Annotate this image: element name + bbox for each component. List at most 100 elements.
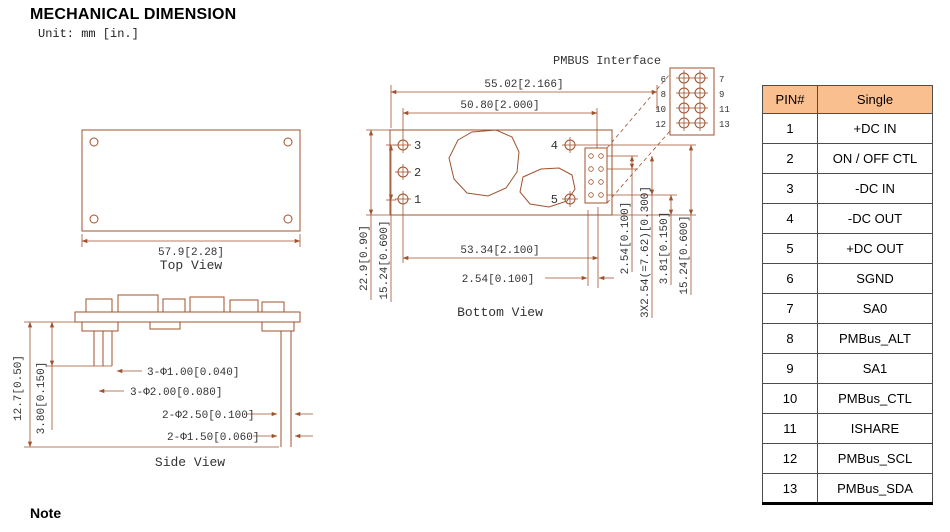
top-view-width-dim: 57.9[2.28] <box>158 247 224 259</box>
pin-symbol <box>691 84 709 102</box>
pin-symbol <box>691 114 709 132</box>
pin-symbol <box>394 190 412 208</box>
pin-number-cell: 13 <box>762 473 818 504</box>
signal-cell: SGND <box>817 263 933 294</box>
board-outline <box>74 311 301 323</box>
bottom-view-left-dims <box>366 129 396 302</box>
component-outlines <box>85 294 285 313</box>
signal-cell: PMBus_SDA <box>817 473 933 504</box>
dim-bottom-width: 53.34[2.100] <box>460 245 539 257</box>
detail-pin-number: 6 <box>661 75 666 85</box>
dim-bottom-pitch: 2.54[0.100] <box>462 274 535 286</box>
detail-pin-number: 12 <box>655 120 666 130</box>
pin-number-cell: 4 <box>762 203 818 234</box>
dim-pin-d1: 3-Φ1.00[0.040] <box>147 367 239 379</box>
pin-symbol <box>394 136 412 154</box>
top-view-label: Top View <box>160 258 223 273</box>
dim-pin-d4: 2-Φ1.50[0.060] <box>167 432 259 444</box>
signal-cell: SA0 <box>817 293 933 324</box>
signal-cell: SA1 <box>817 353 933 384</box>
pin-symbol <box>675 84 693 102</box>
signal-cell: -DC OUT <box>817 203 933 234</box>
side-view-label: Side View <box>155 455 225 470</box>
signal-cell: PMBus_CTL <box>817 383 933 414</box>
pin-symbol <box>394 163 412 181</box>
note-label: Note <box>30 505 62 521</box>
pin-number-cell: 9 <box>762 353 818 384</box>
pin-symbol <box>561 136 579 154</box>
dim-right-pitch: 2.54[0.100] <box>620 202 632 275</box>
detail-pin-number: 11 <box>719 105 730 115</box>
table-row: 3-DC IN <box>762 173 933 204</box>
pin-number: 4 <box>551 139 558 153</box>
pin-symbol <box>691 69 709 87</box>
bottom-view: 3 2 1 4 5 <box>359 54 730 320</box>
pin-number-cell: 12 <box>762 443 818 474</box>
signal-cell: +DC IN <box>817 113 933 144</box>
detail-pin-number: 7 <box>719 75 724 85</box>
pin-number-cell: 10 <box>762 383 818 414</box>
side-view: 3-Φ1.00[0.040] 3-Φ2.00[0.080] 2-Φ2.50[0.… <box>13 294 313 470</box>
pin-number-cell: 5 <box>762 233 818 264</box>
signal-cell: ISHARE <box>817 413 933 444</box>
top-view-outline <box>81 129 301 232</box>
table-row: 4-DC OUT <box>762 203 933 234</box>
signal-cell: PMBus_SCL <box>817 443 933 474</box>
dim-right-offset: 3.81[0.150] <box>659 212 671 285</box>
top-view: 57.9[2.28] Top View <box>81 129 301 273</box>
pmbus-interface-label: PMBUS Interface <box>553 54 661 68</box>
bottom-view-outline <box>389 129 613 216</box>
bottom-view-bottom-dims <box>402 207 614 288</box>
signal-cell: ON / OFF CTL <box>817 143 933 174</box>
pin-number-cell: 7 <box>762 293 818 324</box>
pins <box>93 331 292 447</box>
bottom-view-label: Bottom View <box>457 305 543 320</box>
signal-cell: -DC IN <box>817 173 933 204</box>
signal-cell: PMBus_ALT <box>817 323 933 354</box>
dim-pin-d3: 2-Φ2.50[0.100] <box>162 410 254 422</box>
pin-number-cell: 1 <box>762 113 818 144</box>
detail-pin-number: 10 <box>655 105 666 115</box>
dim-pin-d2: 3-Φ2.00[0.080] <box>130 387 222 399</box>
pin-number-cell: 2 <box>762 143 818 174</box>
pin-symbol <box>675 69 693 87</box>
pmbus-connector <box>584 147 608 204</box>
transformer-outlines <box>448 129 576 208</box>
pin-table-header-pin: PIN# <box>762 85 818 114</box>
detail-pin-number: 13 <box>719 120 730 130</box>
pin-number: 5 <box>551 193 558 207</box>
pin-number: 2 <box>414 166 421 180</box>
pin-number-cell: 3 <box>762 173 818 204</box>
page-title: MECHANICAL DIMENSION <box>30 6 237 23</box>
pin-symbol <box>675 99 693 117</box>
pin-symbol <box>561 190 579 208</box>
pin-number: 3 <box>414 139 421 153</box>
pin-number-cell: 6 <box>762 263 818 294</box>
detail-pin-number: 9 <box>719 90 724 100</box>
dim-top-outer: 55.02[2.166] <box>484 79 563 91</box>
pmbus-detail: 6 8 10 12 7 9 11 13 <box>655 67 730 136</box>
pin-symbol <box>691 99 709 117</box>
dim-right-span: 3X2.54(=7.62)[0.300] <box>640 186 652 318</box>
unit-label: Unit: mm [in.] <box>38 27 139 41</box>
pin-number-cell: 11 <box>762 413 818 444</box>
pin-table-header-signal: Single <box>817 85 933 114</box>
dim-left-pitch: 15.24[0.600] <box>379 220 391 299</box>
table-row: 1+DC IN <box>762 113 933 144</box>
pin-number-cell: 8 <box>762 323 818 354</box>
dim-left-height: 22.9[0.90] <box>359 225 371 291</box>
dim-top-inner: 50.80[2.000] <box>460 100 539 112</box>
signal-cell: +DC OUT <box>817 233 933 264</box>
detail-leader-lines <box>606 73 671 204</box>
